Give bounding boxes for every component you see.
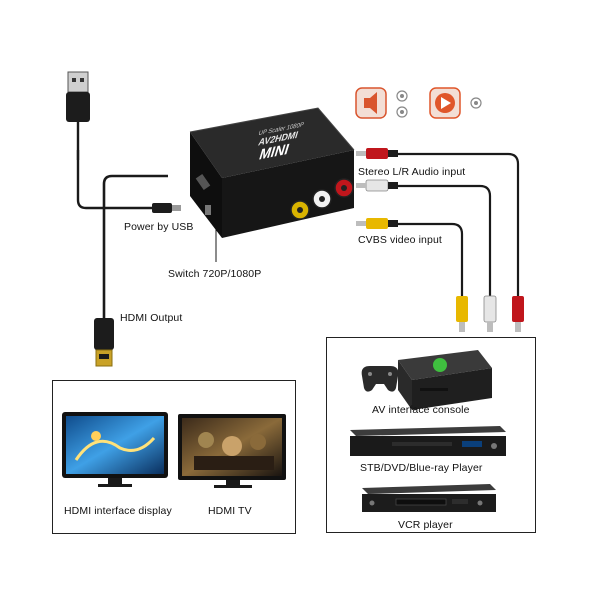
hdmi-tv-icon: [178, 414, 286, 488]
rca-cable-white: [398, 184, 492, 298]
speaker-icon: [355, 87, 387, 119]
hdmi-output-label: HDMI Output: [120, 312, 183, 324]
rca-cable-red: [398, 152, 520, 298]
dvd-player-icon: [350, 426, 506, 456]
video-port-dot-icon: [470, 97, 482, 109]
micro-usb-plug-icon: [152, 203, 181, 213]
rca-plug-yellow-end-icon: [456, 296, 468, 332]
usb-a-plug-icon: [66, 71, 90, 122]
vcr-player-label: VCR player: [398, 519, 453, 531]
rca-plug-yellow-head-icon: [356, 218, 398, 229]
converter-top-text: UP Scaler 1080P AV2HDMI MINI: [257, 121, 305, 164]
rca-plug-white-end-icon: [483, 295, 497, 332]
hdmi-tv-label: HDMI TV: [208, 505, 252, 517]
gamepad-icon: [361, 366, 399, 392]
hdmi-display-monitor-icon: [62, 412, 168, 487]
hdmi-cable: [102, 174, 168, 318]
game-console-icon: [398, 350, 492, 410]
audio-port-dots-icon: [396, 90, 408, 118]
rca-plug-red-head-icon: [356, 148, 398, 159]
converter-text-mini: MINI: [257, 141, 291, 164]
vcr-player-icon: [362, 484, 496, 512]
cvbs-video-input-label: CVBS video input: [358, 234, 442, 246]
av2hdmi-converter: [189, 107, 355, 238]
stb-dvd-bluray-player-label: STB/DVD/Blue-ray Player: [360, 462, 483, 474]
av-interface-console-label: AV interface console: [372, 404, 470, 416]
switch-resolution-label: Switch 720P/1080P: [168, 268, 262, 280]
hdmi-interface-display-label: HDMI interface display: [64, 505, 172, 517]
usb-cable: [76, 118, 168, 210]
power-by-usb-label: Power by USB: [124, 221, 194, 233]
rca-cable-yellow: [398, 222, 464, 298]
rca-plug-red-end-icon: [512, 296, 524, 332]
hdmi-plug-icon: [94, 318, 114, 367]
play-icon: [429, 87, 461, 119]
rca-plug-white-head-icon: [356, 179, 398, 192]
stereo-audio-input-label: Stereo L/R Audio input: [358, 166, 466, 178]
